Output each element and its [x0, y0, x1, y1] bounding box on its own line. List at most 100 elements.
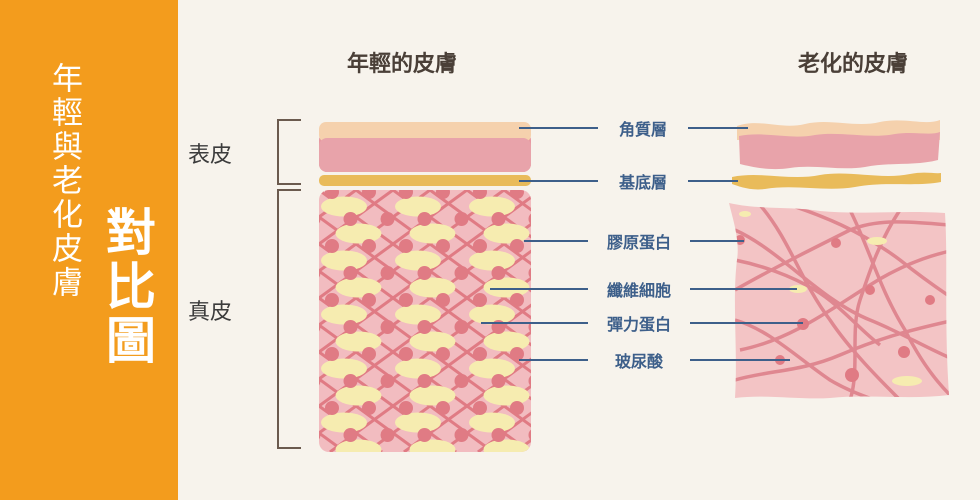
fibroblast-cell: [321, 196, 367, 217]
elastin-node: [343, 212, 358, 226]
collagen-fiber: [440, 190, 531, 452]
elastin-node: [584, 293, 598, 307]
fibroblast-cell: [483, 223, 530, 244]
elastin-node: [362, 401, 376, 415]
aged-basal-layer: [732, 172, 941, 190]
fibroblast-cell: [335, 385, 382, 406]
elastin-label: 彈力蛋白: [606, 315, 672, 334]
collagen-fiber: [319, 190, 346, 452]
young-basal-layer: [319, 175, 531, 186]
elastin-node: [399, 293, 413, 307]
elastin-node: [417, 266, 432, 280]
elastin-node: [528, 374, 531, 388]
elastin-node: [343, 374, 358, 388]
elastin-node: [399, 239, 413, 253]
epidermis-label: 表皮: [188, 143, 233, 168]
elastin-node: [362, 455, 376, 469]
fibroblast-cell: [469, 250, 515, 271]
fibroblast-cell: [335, 223, 382, 244]
elastin-node: [436, 455, 450, 469]
elastin-node: [417, 374, 432, 388]
elastin-node: [325, 347, 339, 361]
collagen-fiber: [319, 190, 394, 452]
elastin-node: [343, 320, 358, 334]
elastin-node: [399, 401, 413, 415]
elastin-node: [380, 320, 395, 334]
elastin-node: [325, 293, 339, 307]
elastin-node: [362, 190, 376, 199]
young-dermis: [0, 185, 617, 469]
collagen-fiber: [366, 190, 531, 452]
stratum-corneum-label: 角質層: [618, 120, 668, 139]
fibroblast-cell: [558, 332, 604, 352]
elastin-node: [510, 455, 524, 469]
fibroblast-cell: [483, 277, 530, 298]
fibroblast-cell: [543, 197, 589, 217]
elastin-node: [380, 266, 395, 280]
aged-collagen-fibers: [734, 203, 949, 399]
fibroblast-cell: [543, 251, 589, 271]
collagen-fiber: [319, 190, 357, 452]
collagen-fiber: [0, 190, 60, 452]
elastin-node: [288, 455, 302, 469]
fibroblast-cell: [321, 250, 367, 271]
elastin-node: [584, 347, 598, 361]
elastin-node: [510, 347, 524, 361]
young-stratum-corneum: [319, 122, 531, 172]
fibroblast-cell: [483, 439, 530, 452]
sidebar-title: 對比圖: [98, 206, 156, 368]
fibroblast-cell: [483, 385, 530, 406]
collagen-fiber: [319, 190, 531, 452]
elastin-node: [454, 212, 469, 226]
elastin-node: [454, 374, 469, 388]
elastin-node: [362, 347, 376, 361]
fibroblast-cell: [558, 278, 604, 298]
elastin-node: [319, 266, 321, 280]
elastin-node: [325, 190, 339, 199]
fibroblast-cell: [469, 196, 515, 217]
elastin-node: [362, 293, 376, 307]
elastin-node: [436, 401, 450, 415]
sidebar-subtitle: 年輕與老化皮膚: [46, 62, 82, 300]
collagen-fiber: [0, 190, 97, 452]
leader-lines: [481, 127, 803, 361]
aged-stratum-corneum: [737, 120, 940, 170]
elastin-node: [325, 455, 339, 469]
elastin-node: [288, 293, 302, 307]
elastin-node: [380, 374, 395, 388]
collagen-fiber: [319, 190, 457, 452]
fibroblast-cell: [558, 386, 604, 406]
fibroblast-cell: [395, 304, 441, 325]
elastin-node: [528, 212, 531, 226]
elastin-node: [399, 190, 413, 199]
elastin-node: [399, 347, 413, 361]
elastin-node: [547, 347, 561, 361]
elastin-node: [584, 401, 598, 415]
young-elastin-nodes: [288, 185, 617, 469]
elastin-node: [491, 374, 506, 388]
fibroblast-cell: [483, 331, 530, 352]
elastin-node: [584, 185, 598, 199]
elastin-node: [473, 401, 487, 415]
fibroblast-cell: [469, 358, 515, 379]
hyaluronic-acid-label: 玻尿酸: [614, 352, 664, 371]
fibroblast-label: 纖維細胞: [606, 281, 672, 300]
collagen-fiber: [0, 190, 134, 452]
dermis-label: 真皮: [188, 300, 233, 325]
epidermis-bracket: [277, 119, 301, 185]
elastin-node: [454, 320, 469, 334]
elastin-node: [491, 212, 506, 226]
elastin-node: [288, 239, 302, 253]
collagen-fiber: [0, 190, 308, 452]
collagen-fiber: [0, 190, 23, 452]
fibroblast-cell: [335, 277, 382, 298]
collagen-fiber: [0, 190, 208, 452]
elastin-node: [566, 428, 580, 442]
fibroblast-cell: [409, 223, 456, 244]
collagen-label: 膠原蛋白: [606, 233, 672, 252]
elastin-node: [603, 374, 617, 388]
fibroblast-cell: [395, 358, 441, 379]
elastin-node: [288, 401, 302, 415]
elastin-node: [473, 190, 487, 199]
fibroblast-cell: [409, 277, 456, 298]
